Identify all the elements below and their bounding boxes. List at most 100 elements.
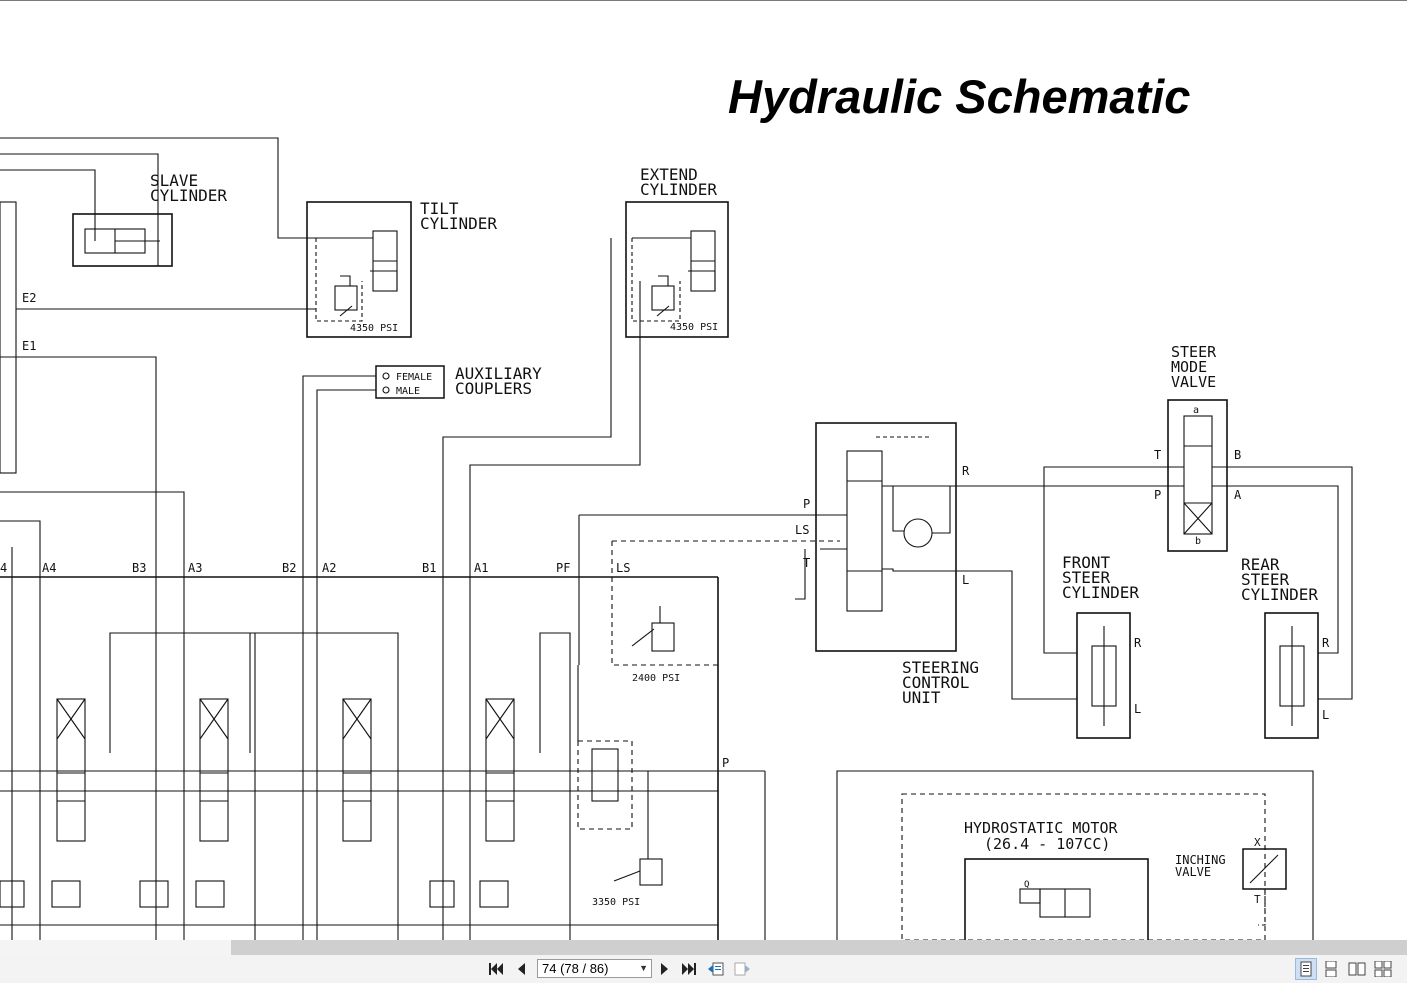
port-b1: B1 <box>422 561 436 575</box>
port-front-l: L <box>1134 702 1141 716</box>
label-steering-control-unit-2: CONTROL <box>902 673 969 692</box>
single-page-view-button[interactable] <box>1295 958 1317 980</box>
hydraulic-schematic-drawing: SLAVE CYLINDER TILT CYLINDER EXTEND CYLI… <box>0 137 1353 940</box>
label-steer-mode-valve-1: STEER <box>1171 343 1217 361</box>
port-e1: E1 <box>22 339 36 353</box>
port-scu-p: P <box>803 497 810 511</box>
label-coupler-male: MALE <box>396 386 420 397</box>
port-smv-a-small: a <box>1193 405 1199 416</box>
label-extend-cylinder-2: CYLINDER <box>640 180 717 199</box>
continuous-view-button[interactable] <box>1321 959 1341 979</box>
scrollbar-thumb[interactable] <box>231 940 1407 955</box>
auxiliary-couplers <box>302 365 445 940</box>
steer-cylinders <box>1076 612 1319 739</box>
port-scu-r: R <box>962 464 970 478</box>
horizontal-scrollbar[interactable] <box>0 940 1407 955</box>
slave-cylinder-circuit <box>0 137 316 940</box>
port-a2: A2 <box>322 561 336 575</box>
port-scu-t: T <box>803 556 810 570</box>
extend-cylinder-circuit <box>442 201 729 940</box>
label-rear-steer-cylinder-2: STEER <box>1241 570 1290 589</box>
page-number-field[interactable]: 74 (78 / 86) ▼ <box>537 959 652 978</box>
port-p-main: P <box>722 756 729 770</box>
label-slave-cylinder-1: SLAVE <box>150 171 198 190</box>
viewer-toolbar: 74 (78 / 86) ▼ <box>0 955 1407 983</box>
previous-page-button[interactable] <box>511 959 531 979</box>
port-smv-p: P <box>1154 488 1161 502</box>
page-title: Hydraulic Schematic <box>728 70 1191 123</box>
back-view-icon <box>708 962 724 976</box>
continuous-page-icon <box>1325 961 1337 977</box>
continuous-facing-icon <box>1374 961 1392 977</box>
continuous-facing-view-button[interactable] <box>1373 959 1393 979</box>
label-tilt-cylinder-2: CYLINDER <box>420 214 497 233</box>
label-steering-control-unit-1: STEERING <box>902 658 979 677</box>
port-front-r: R <box>1134 636 1142 650</box>
label-front-steer-cylinder-3: CYLINDER <box>1062 583 1139 602</box>
label-slave-cylinder-2: CYLINDER <box>150 186 227 205</box>
last-page-button[interactable] <box>679 959 699 979</box>
port-rear-r: R <box>1322 636 1330 650</box>
main-control-valve <box>0 541 766 940</box>
port-smv-b: B <box>1234 448 1241 462</box>
port-a1: A1 <box>474 561 488 575</box>
single-page-icon <box>1300 961 1312 977</box>
port-a4: A4 <box>42 561 56 575</box>
label-hydrostatic-motor-1: HYDROSTATIC MOTOR <box>964 819 1118 837</box>
label-relief-2400: 2400 PSI <box>632 673 680 684</box>
label-auxiliary-couplers-1: AUXILIARY <box>455 364 542 383</box>
forward-view-icon <box>734 962 750 976</box>
port-inch-x: X <box>1254 836 1261 849</box>
schematic-labels: SLAVE CYLINDER TILT CYLINDER EXTEND CYLI… <box>0 165 1330 908</box>
label-front-steer-cylinder-2: STEER <box>1062 568 1111 587</box>
port-smv-a: A <box>1234 488 1242 502</box>
steering-control-unit <box>578 422 1077 700</box>
port-scu-ls: LS <box>795 523 809 537</box>
label-rear-steer-cylinder-3: CYLINDER <box>1241 585 1318 604</box>
steer-mode-valve <box>968 399 1353 700</box>
port-inch-t: T <box>1254 893 1261 906</box>
label-inching-valve-2: VALVE <box>1175 865 1211 879</box>
label-front-steer-cylinder-1: FRONT <box>1062 553 1111 572</box>
port-pf: PF <box>556 561 570 575</box>
port-smv-t: T <box>1154 448 1161 462</box>
back-view-button[interactable] <box>706 959 726 979</box>
label-tilt-cylinder-1: TILT <box>420 199 459 218</box>
label-steering-control-unit-3: UNIT <box>902 688 941 707</box>
label-extend-relief: 4350 PSI <box>670 322 718 333</box>
document-page: SLAVE CYLINDER TILT CYLINDER EXTEND CYLI… <box>0 1 1407 940</box>
facing-view-button[interactable] <box>1347 959 1367 979</box>
label-extend-cylinder-1: EXTEND <box>640 165 698 184</box>
first-page-button[interactable] <box>486 959 506 979</box>
port-b3: B3 <box>132 561 146 575</box>
chevron-down-icon: ▼ <box>639 963 648 973</box>
next-page-button[interactable] <box>655 959 675 979</box>
label-steer-mode-valve-3: VALVE <box>1171 373 1216 391</box>
facing-pages-icon <box>1348 962 1366 976</box>
forward-view-button[interactable] <box>732 959 752 979</box>
label-hydrostatic-motor-2: (26.4 - 107CC) <box>984 835 1110 853</box>
port-motor-q: Q <box>1024 880 1029 890</box>
port-a3: A3 <box>188 561 202 575</box>
tilt-cylinder-circuit <box>306 201 412 338</box>
port-4: 4 <box>0 561 7 575</box>
label-relief-3350: 3350 PSI <box>592 897 640 908</box>
label-inching-valve-1: INCHING <box>1175 853 1226 867</box>
label-rear-steer-cylinder-1: REAR <box>1241 555 1280 574</box>
top-border <box>0 0 1407 1</box>
port-scu-l: L <box>962 573 969 587</box>
hydrostatic-motor-circuit <box>836 770 1314 940</box>
port-e2: E2 <box>22 291 36 305</box>
page-number-value: 74 (78 / 86) <box>542 961 609 976</box>
label-tilt-relief: 4350 PSI <box>350 323 398 334</box>
port-rear-l: L <box>1322 708 1329 722</box>
next-page-icon <box>661 963 668 975</box>
label-auxiliary-couplers-2: COUPLERS <box>455 379 532 398</box>
last-page-icon <box>682 963 696 975</box>
previous-page-icon <box>518 963 525 975</box>
port-smv-b-small: b <box>1195 536 1201 547</box>
label-steer-mode-valve-2: MODE <box>1171 358 1207 376</box>
first-page-icon <box>489 963 503 975</box>
port-b2: B2 <box>282 561 296 575</box>
label-coupler-female: FEMALE <box>396 372 432 383</box>
